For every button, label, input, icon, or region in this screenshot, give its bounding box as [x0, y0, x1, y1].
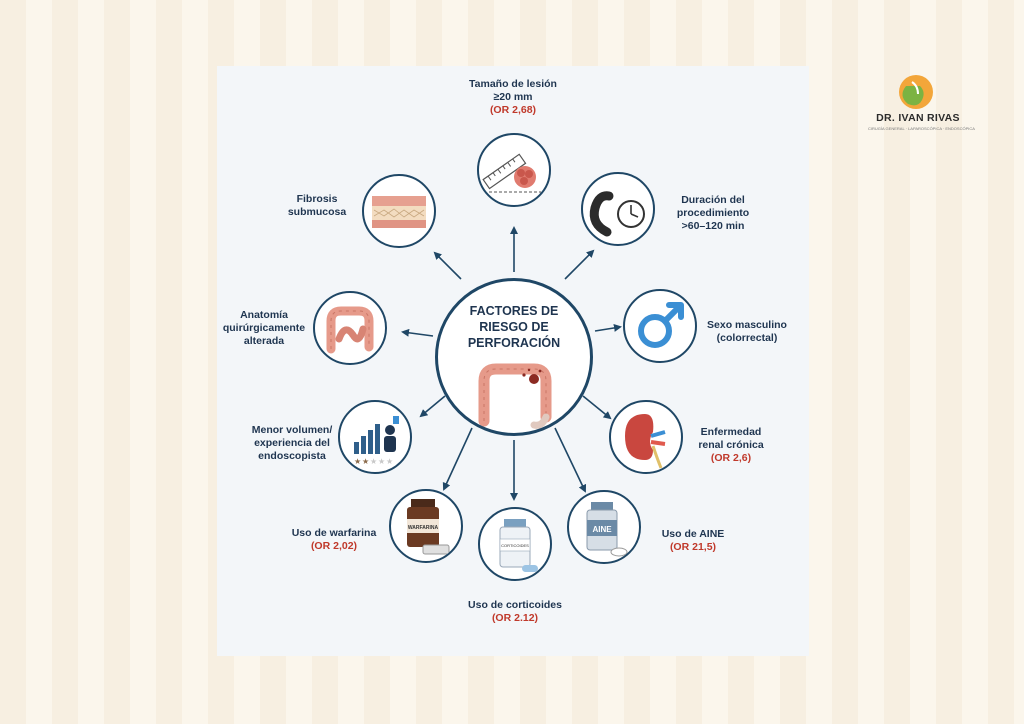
male-symbol-icon [638, 302, 684, 348]
label-renal: Enfermedad renal crónica (OR 2,6) [698, 426, 764, 464]
node-anatomia [313, 291, 387, 365]
label-duracion: Duración del procedimiento >60–120 min [676, 194, 750, 232]
label-sexo: Sexo masculino (colorrectal) [707, 319, 787, 344]
arrow-warfarina [442, 427, 473, 491]
center-circle: FACTORES DE RIESGO DE PERFORACIÓN [435, 278, 593, 436]
star-icon: ★ [386, 457, 393, 466]
ruler-polyp-icon [482, 153, 541, 193]
star-icon: ★ [362, 457, 369, 466]
arrow-fibrosis [433, 251, 462, 280]
logo: DR. IVAN RIVAS CIRUGÍA GENERAL · LAPAROS… [868, 72, 975, 142]
tissue-layers-icon [372, 196, 426, 228]
node-renal [609, 400, 683, 474]
experience-chart-icon: ★★★★★ [354, 416, 399, 466]
kidney-icon [625, 414, 666, 469]
node-duracion [581, 172, 655, 246]
node-fibrosis [362, 174, 436, 248]
arrow-aine [554, 427, 587, 493]
label-aine: Uso de AINE (OR 21,5) [661, 528, 725, 553]
logo-name: DR. IVAN RIVAS [876, 112, 960, 124]
arrow-anatomia [401, 328, 434, 337]
arrows-layer [401, 226, 622, 501]
star-icon: ★ [370, 457, 377, 466]
stomach-logo-icon [899, 75, 933, 109]
label-anatomia: Anatomía quirúrgicamente alterada [222, 309, 306, 347]
star-icon: ★ [378, 457, 385, 466]
star-icon: ★ [354, 457, 361, 466]
arrow-experiencia [419, 395, 446, 418]
node-sexo [623, 289, 697, 363]
intestine-icon [326, 306, 374, 354]
aine-bottle-text: AINE [592, 525, 612, 534]
node-experiencia: ★★★★★ [338, 400, 412, 474]
logo-subtitle: CIRUGÍA GENERAL · LAPAROSCÓPICA · ENDOSC… [868, 126, 975, 131]
label-tamano: Tamaño de lesión ≥20 mm (OR 2,68) [469, 78, 557, 116]
arrow-duracion [564, 249, 595, 280]
aine-bottle-icon: AINE [586, 502, 628, 557]
node-tamano [477, 133, 551, 207]
center-title: FACTORES DE RIESGO DE PERFORACIÓN [467, 304, 561, 350]
warfarina-bottle-text: WARFARINA [408, 525, 439, 531]
arrow-renal [582, 395, 612, 420]
node-corticoides: CORTICOIDES [478, 507, 552, 581]
corticoides-bottle-text: CORTICOIDES [501, 543, 529, 548]
colon-perforation-icon [478, 363, 552, 429]
node-aine: AINE [567, 490, 641, 564]
arrow-sexo [594, 323, 622, 332]
label-warfarina: Uso de warfarina (OR 2,02) [291, 527, 377, 552]
label-corticoides: Uso de corticoides (OR 2.12) [468, 599, 562, 624]
label-experiencia: Menor volumen/ experiencia del endoscopi… [251, 424, 333, 462]
label-fibrosis: Fibrosis submucosa [287, 193, 347, 218]
warfarina-bottle-icon: WARFARINA [407, 499, 450, 555]
rating-stars: ★★★★★ [354, 457, 393, 466]
node-warfarina: WARFARINA [389, 489, 463, 563]
corticoides-bottle-icon: CORTICOIDES [499, 519, 538, 572]
diagram-card: FACTORES DE RIESGO DE PERFORACIÓN [217, 66, 809, 656]
endoscope-clock-icon [589, 191, 645, 237]
